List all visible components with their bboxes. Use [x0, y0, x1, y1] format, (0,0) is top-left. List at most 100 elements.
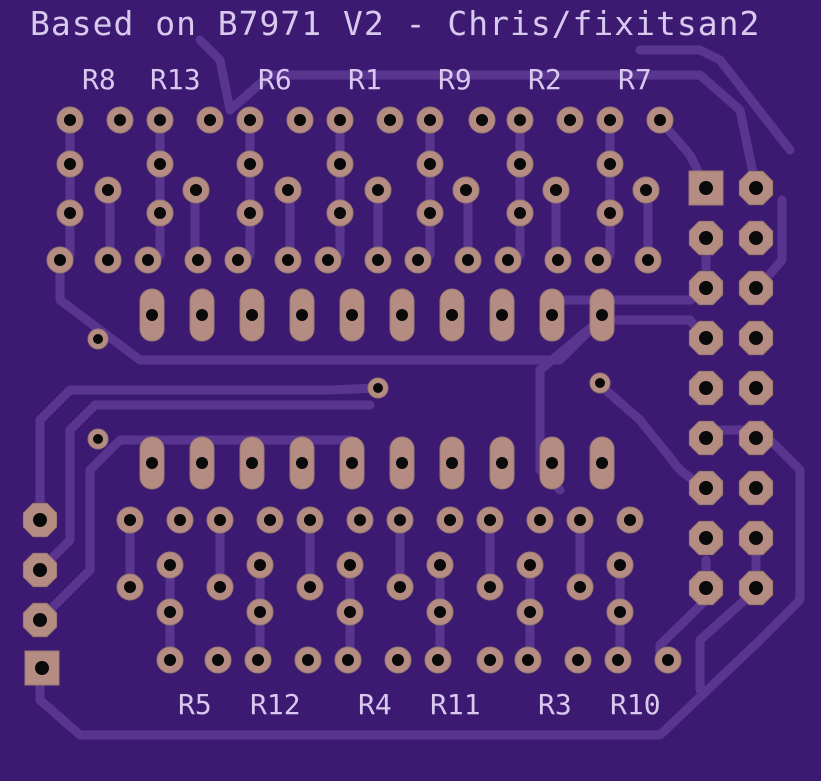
- round-pad-icon: [494, 246, 522, 274]
- round-pad-icon: [632, 176, 660, 204]
- round-pad-icon: [196, 106, 224, 134]
- round-pad-icon: [286, 106, 314, 134]
- round-pad-icon: [56, 199, 84, 227]
- octagon-pad-icon: [688, 520, 724, 556]
- octagon-pad-icon: [688, 470, 724, 506]
- octagon-pad-icon: [22, 502, 58, 538]
- round-pad-icon: [516, 598, 544, 626]
- via-icon: [87, 428, 109, 450]
- round-pad-icon: [314, 246, 342, 274]
- round-pad-icon: [606, 598, 634, 626]
- round-pad-icon: [386, 573, 414, 601]
- round-pad-icon: [476, 573, 504, 601]
- octagon-pad-icon: [688, 570, 724, 606]
- round-pad-icon: [336, 598, 364, 626]
- round-pad-icon: [516, 551, 544, 579]
- round-pad-icon: [326, 106, 354, 134]
- round-pad-icon: [106, 106, 134, 134]
- round-pad-icon: [94, 176, 122, 204]
- round-pad-icon: [364, 176, 392, 204]
- round-pad-icon: [426, 598, 454, 626]
- copper-trace: [35, 425, 805, 740]
- round-pad-icon: [556, 106, 584, 134]
- octagon-pad-icon: [738, 220, 774, 256]
- round-pad-icon: [204, 646, 232, 674]
- copper-trace: [35, 383, 383, 525]
- round-pad-icon: [294, 646, 322, 674]
- round-pad-icon: [564, 646, 592, 674]
- round-pad-icon: [506, 106, 534, 134]
- octagon-pad-icon: [738, 470, 774, 506]
- round-pad-icon: [506, 150, 534, 178]
- ref-label-r13: R13: [150, 63, 201, 96]
- oval-pad-icon: [239, 436, 265, 490]
- round-pad-icon: [134, 246, 162, 274]
- round-pad-icon: [346, 506, 374, 534]
- octagon-pad-icon: [738, 320, 774, 356]
- round-pad-icon: [544, 246, 572, 274]
- round-pad-icon: [206, 506, 234, 534]
- oval-pad-icon: [389, 288, 415, 342]
- oval-pad-icon: [289, 288, 315, 342]
- round-pad-icon: [336, 551, 364, 579]
- ref-label-r3: R3: [538, 688, 572, 721]
- ref-label-r11: R11: [430, 688, 481, 721]
- round-pad-icon: [156, 598, 184, 626]
- oval-pad-icon: [489, 288, 515, 342]
- copper-trace: [35, 400, 375, 575]
- ref-label-r9: R9: [438, 63, 472, 96]
- oval-pad-icon: [439, 436, 465, 490]
- octagon-pad-icon: [22, 552, 58, 588]
- round-pad-icon: [468, 106, 496, 134]
- round-pad-icon: [246, 598, 274, 626]
- octagon-pad-icon: [688, 220, 724, 256]
- round-pad-icon: [542, 176, 570, 204]
- round-pad-icon: [566, 573, 594, 601]
- round-pad-icon: [424, 646, 452, 674]
- ref-label-r8: R8: [82, 63, 116, 96]
- round-pad-icon: [296, 506, 324, 534]
- round-pad-icon: [94, 246, 122, 274]
- square-pad-icon: [24, 650, 60, 686]
- round-pad-icon: [436, 506, 464, 534]
- round-pad-icon: [376, 106, 404, 134]
- oval-pad-icon: [389, 436, 415, 490]
- round-pad-icon: [56, 150, 84, 178]
- round-pad-icon: [224, 246, 252, 274]
- ref-label-r1: R1: [348, 63, 382, 96]
- round-pad-icon: [156, 646, 184, 674]
- round-pad-icon: [416, 199, 444, 227]
- round-pad-icon: [116, 506, 144, 534]
- oval-pad-icon: [539, 436, 565, 490]
- round-pad-icon: [326, 150, 354, 178]
- ref-label-r4: R4: [358, 688, 392, 721]
- round-pad-icon: [146, 150, 174, 178]
- round-pad-icon: [184, 246, 212, 274]
- round-pad-icon: [46, 246, 74, 274]
- ref-label-r10: R10: [610, 688, 661, 721]
- octagon-pad-icon: [738, 170, 774, 206]
- oval-pad-icon: [589, 288, 615, 342]
- oval-pad-icon: [239, 288, 265, 342]
- round-pad-icon: [416, 106, 444, 134]
- round-pad-icon: [206, 573, 234, 601]
- oval-pad-icon: [139, 288, 165, 342]
- round-pad-icon: [416, 150, 444, 178]
- oval-pad-icon: [339, 436, 365, 490]
- round-pad-icon: [256, 506, 284, 534]
- oval-pad-icon: [139, 436, 165, 490]
- round-pad-icon: [654, 646, 682, 674]
- copper-traces: [35, 35, 805, 740]
- round-pad-icon: [274, 246, 302, 274]
- round-pad-icon: [566, 506, 594, 534]
- round-pad-icon: [146, 106, 174, 134]
- round-pad-icon: [604, 646, 632, 674]
- oval-pad-icon: [339, 288, 365, 342]
- oval-pad-icon: [489, 436, 515, 490]
- copper-trace: [695, 535, 761, 695]
- via-icon: [367, 377, 389, 399]
- octagon-pad-icon: [738, 420, 774, 456]
- round-pad-icon: [634, 246, 662, 274]
